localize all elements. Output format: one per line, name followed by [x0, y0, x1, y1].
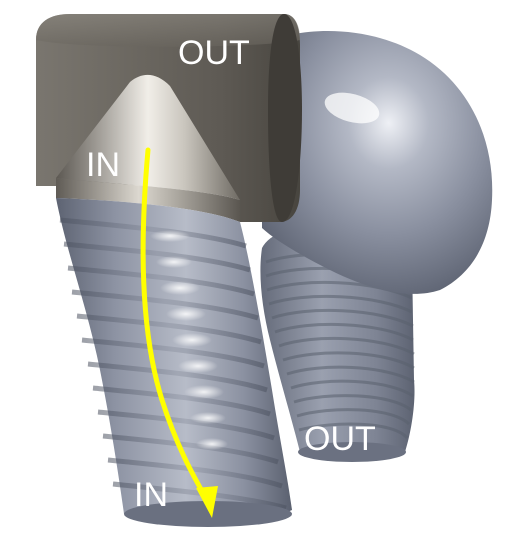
tee-fitting — [36, 14, 302, 222]
label-in-top: IN — [86, 146, 120, 184]
label-out-bottom: OUT — [304, 420, 376, 458]
left-hose — [56, 198, 292, 527]
tee-barrel-top — [36, 14, 300, 47]
label-in-bottom: IN — [134, 476, 168, 514]
label-out-top: OUT — [178, 34, 250, 72]
